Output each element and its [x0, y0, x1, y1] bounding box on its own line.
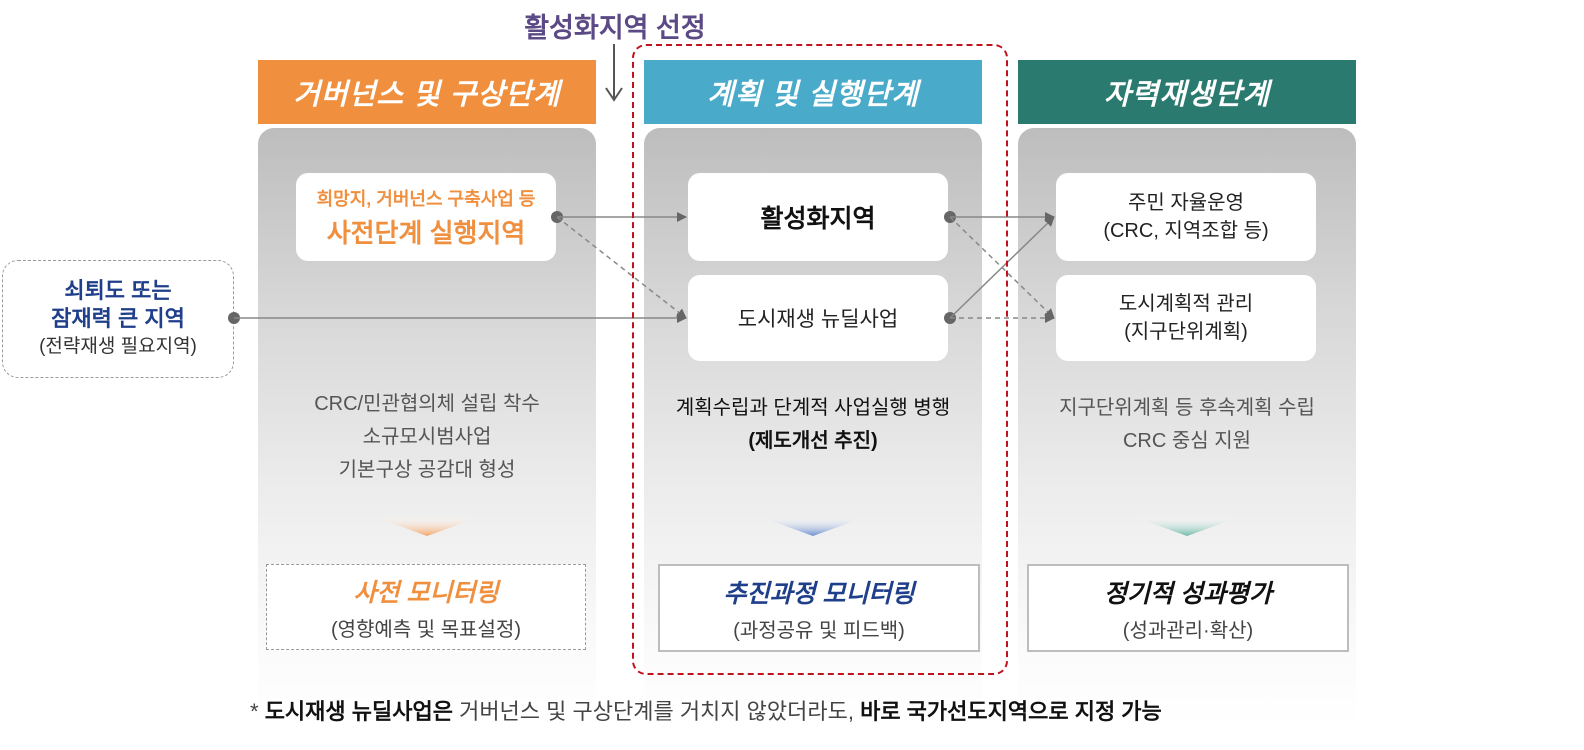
- description-line: CRC 중심 지원: [1122, 430, 1252, 452]
- pre-monitoring-title: 사전 모니터링: [353, 578, 499, 607]
- process-monitoring-sub: (과정공유 및 피드백): [733, 619, 905, 642]
- target-area-line3: (전략재생 필요지역): [39, 336, 197, 357]
- self-operation-card: 주민 자율운영 (CRC, 지역조합 등): [1056, 173, 1316, 261]
- pre-monitoring-sub: (영향예측 및 목표설정): [330, 618, 522, 641]
- activation-area-label: 활성화지역: [760, 205, 876, 233]
- process-monitoring-box: 추진과정 모니터링 (과정공유 및 피드백): [658, 564, 980, 652]
- description-line: 계획수립과 단계적 사업실행 병행: [675, 397, 951, 419]
- pre-stage-main: 사전단계 실행지역: [326, 217, 526, 248]
- description-line: CRC/민관협의체 설립 착수: [314, 393, 540, 415]
- down-chevron-blue-icon: [758, 516, 868, 536]
- stage-header-planning: 계획 및 실행단계: [644, 60, 982, 124]
- footnote-bold1: 도시재생 뉴딜사업은: [264, 699, 453, 724]
- down-chevron-teal-icon: [1132, 516, 1242, 536]
- new-deal-card: 도시재생 뉴딜사업: [688, 275, 948, 361]
- target-area-line2: 잠재력 큰 지역: [51, 306, 185, 331]
- planning-management-line2: (지구단위계획): [1124, 321, 1248, 343]
- selection-label: 활성화지역 선정: [524, 13, 706, 43]
- pre-stage-card: 희망지, 거버넌스 구축사업 등 사전단계 실행지역: [296, 173, 556, 261]
- activation-area-card: 활성화지역: [688, 173, 948, 261]
- footnote: * 도시재생 뉴딜사업은 거버넌스 및 구상단계를 거치지 않았더라도, 바로 …: [250, 694, 1550, 726]
- stage-header-governance: 거버넌스 및 구상단계: [258, 60, 596, 124]
- pre-stage-sub: 희망지, 거버넌스 구축사업 등: [316, 188, 536, 209]
- pre-monitoring-box: 사전 모니터링 (영향예측 및 목표설정): [266, 564, 586, 650]
- self-regeneration-description: 지구단위계획 등 후속계획 수립 CRC 중심 지원: [1018, 392, 1356, 458]
- process-monitoring-title: 추진과정 모니터링: [723, 579, 915, 608]
- footnote-middle: 거버넌스 및 구상단계를 거치지 않았더라도,: [452, 699, 861, 724]
- planning-description: 계획수립과 단계적 사업실행 병행 (제도개선 추진): [644, 392, 982, 458]
- description-line-bold: (제도개선 추진): [748, 430, 878, 452]
- governance-description: CRC/민관협의체 설립 착수 소규모시범사업 기본구상 공감대 형성: [258, 388, 596, 487]
- down-chevron-orange-icon: [372, 516, 482, 536]
- target-area-box: 쇠퇴도 또는 잠재력 큰 지역 (전략재생 필요지역): [2, 260, 234, 378]
- planning-management-line1: 도시계획적 관리: [1118, 293, 1254, 315]
- footnote-bold2: 바로 국가선도지역으로 지정 가능: [860, 699, 1162, 724]
- performance-evaluation-sub: (성과관리·확산): [1122, 619, 1254, 642]
- performance-evaluation-title: 정기적 성과평가: [1104, 579, 1272, 608]
- description-line: 소규모시범사업: [362, 426, 492, 448]
- description-line: 지구단위계획 등 후속계획 수립: [1059, 397, 1315, 419]
- self-operation-line1: 주민 자율운영: [1128, 192, 1244, 214]
- down-arrow-icon: [605, 44, 623, 102]
- target-area-line1: 쇠퇴도 또는: [64, 278, 172, 303]
- stage-header-self-regeneration: 자력재생단계: [1018, 60, 1356, 124]
- self-operation-line2: (CRC, 지역조합 등): [1103, 220, 1269, 242]
- footnote-prefix: *: [250, 699, 265, 724]
- new-deal-label: 도시재생 뉴딜사업: [737, 308, 899, 331]
- performance-evaluation-box: 정기적 성과평가 (성과관리·확산): [1027, 564, 1349, 652]
- description-line: 기본구상 공감대 형성: [338, 459, 516, 481]
- planning-management-card: 도시계획적 관리 (지구단위계획): [1056, 275, 1316, 361]
